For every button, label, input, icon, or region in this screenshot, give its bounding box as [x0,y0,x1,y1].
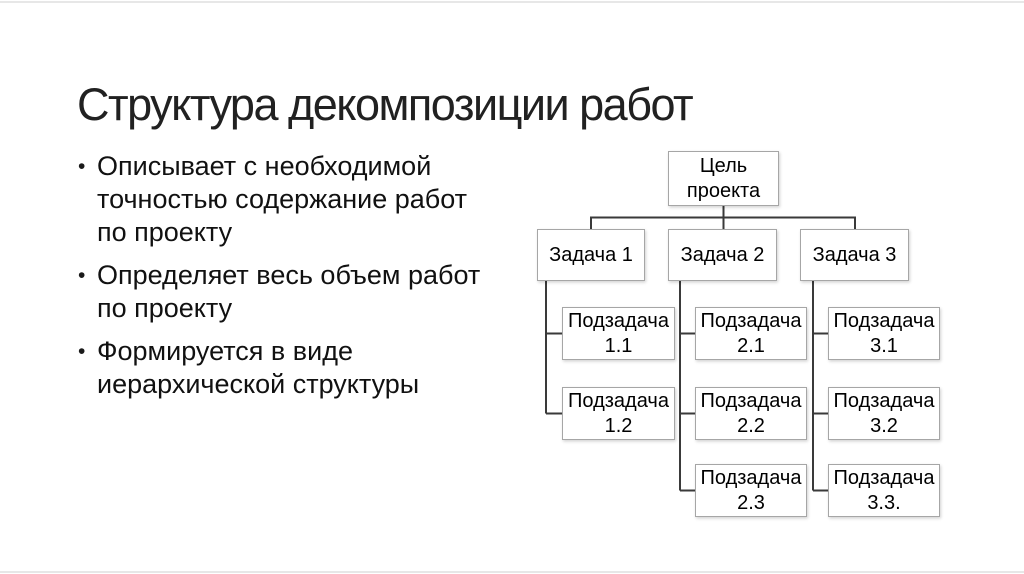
bullet-list: • Описывает с необходимой точностью соде… [78,150,486,401]
bullet-text: Определяет весь объем работ по проекту [97,260,481,323]
wbs-node-subtask-2-1: Подзадача 2.1 [695,307,807,360]
wbs-node-subtask-1-2: Подзадача 1.2 [562,387,675,440]
wbs-node-subtask-3-3: Подзадача 3.3. [828,464,940,517]
connector-task1-subtasks [545,281,562,415]
bullet-text: Формируется в виде иерархической структу… [97,336,420,399]
connector-task3-subtasks [812,281,828,492]
bullet-marker: • [78,155,86,178]
wbs-node-subtask-1-1: Подзадача 1.1 [562,307,675,360]
connector-task2-subtasks [679,281,695,492]
slide-title: Структура декомпозиции работ [77,79,694,131]
wbs-node-subtask-2-2: Подзадача 2.2 [695,387,807,440]
bullet-text: Описывает с необходимой точностью содерж… [97,151,468,247]
wbs-node-task-3: Задача 3 [800,229,909,281]
wbs-node-subtask-3-2: Подзадача 3.2 [828,387,940,440]
bullet-item: • Определяет весь объем работ по проекту [78,259,486,325]
wbs-node-root: Цель проекта [668,151,779,206]
connector-root-to-tasks [590,206,856,229]
bullet-item: • Формируется в виде иерархической струк… [78,335,486,401]
wbs-node-subtask-3-1: Подзадача 3.1 [828,307,940,360]
slide-bottom-edge [0,571,1024,573]
bullet-marker: • [78,264,86,287]
slide-top-edge [0,1,1024,3]
wbs-node-subtask-2-3: Подзадача 2.3 [695,464,807,517]
wbs-node-task-1: Задача 1 [537,229,645,281]
bullet-marker: • [78,340,86,363]
bullet-item: • Описывает с необходимой точностью соде… [78,150,486,249]
wbs-node-task-2: Задача 2 [668,229,777,281]
